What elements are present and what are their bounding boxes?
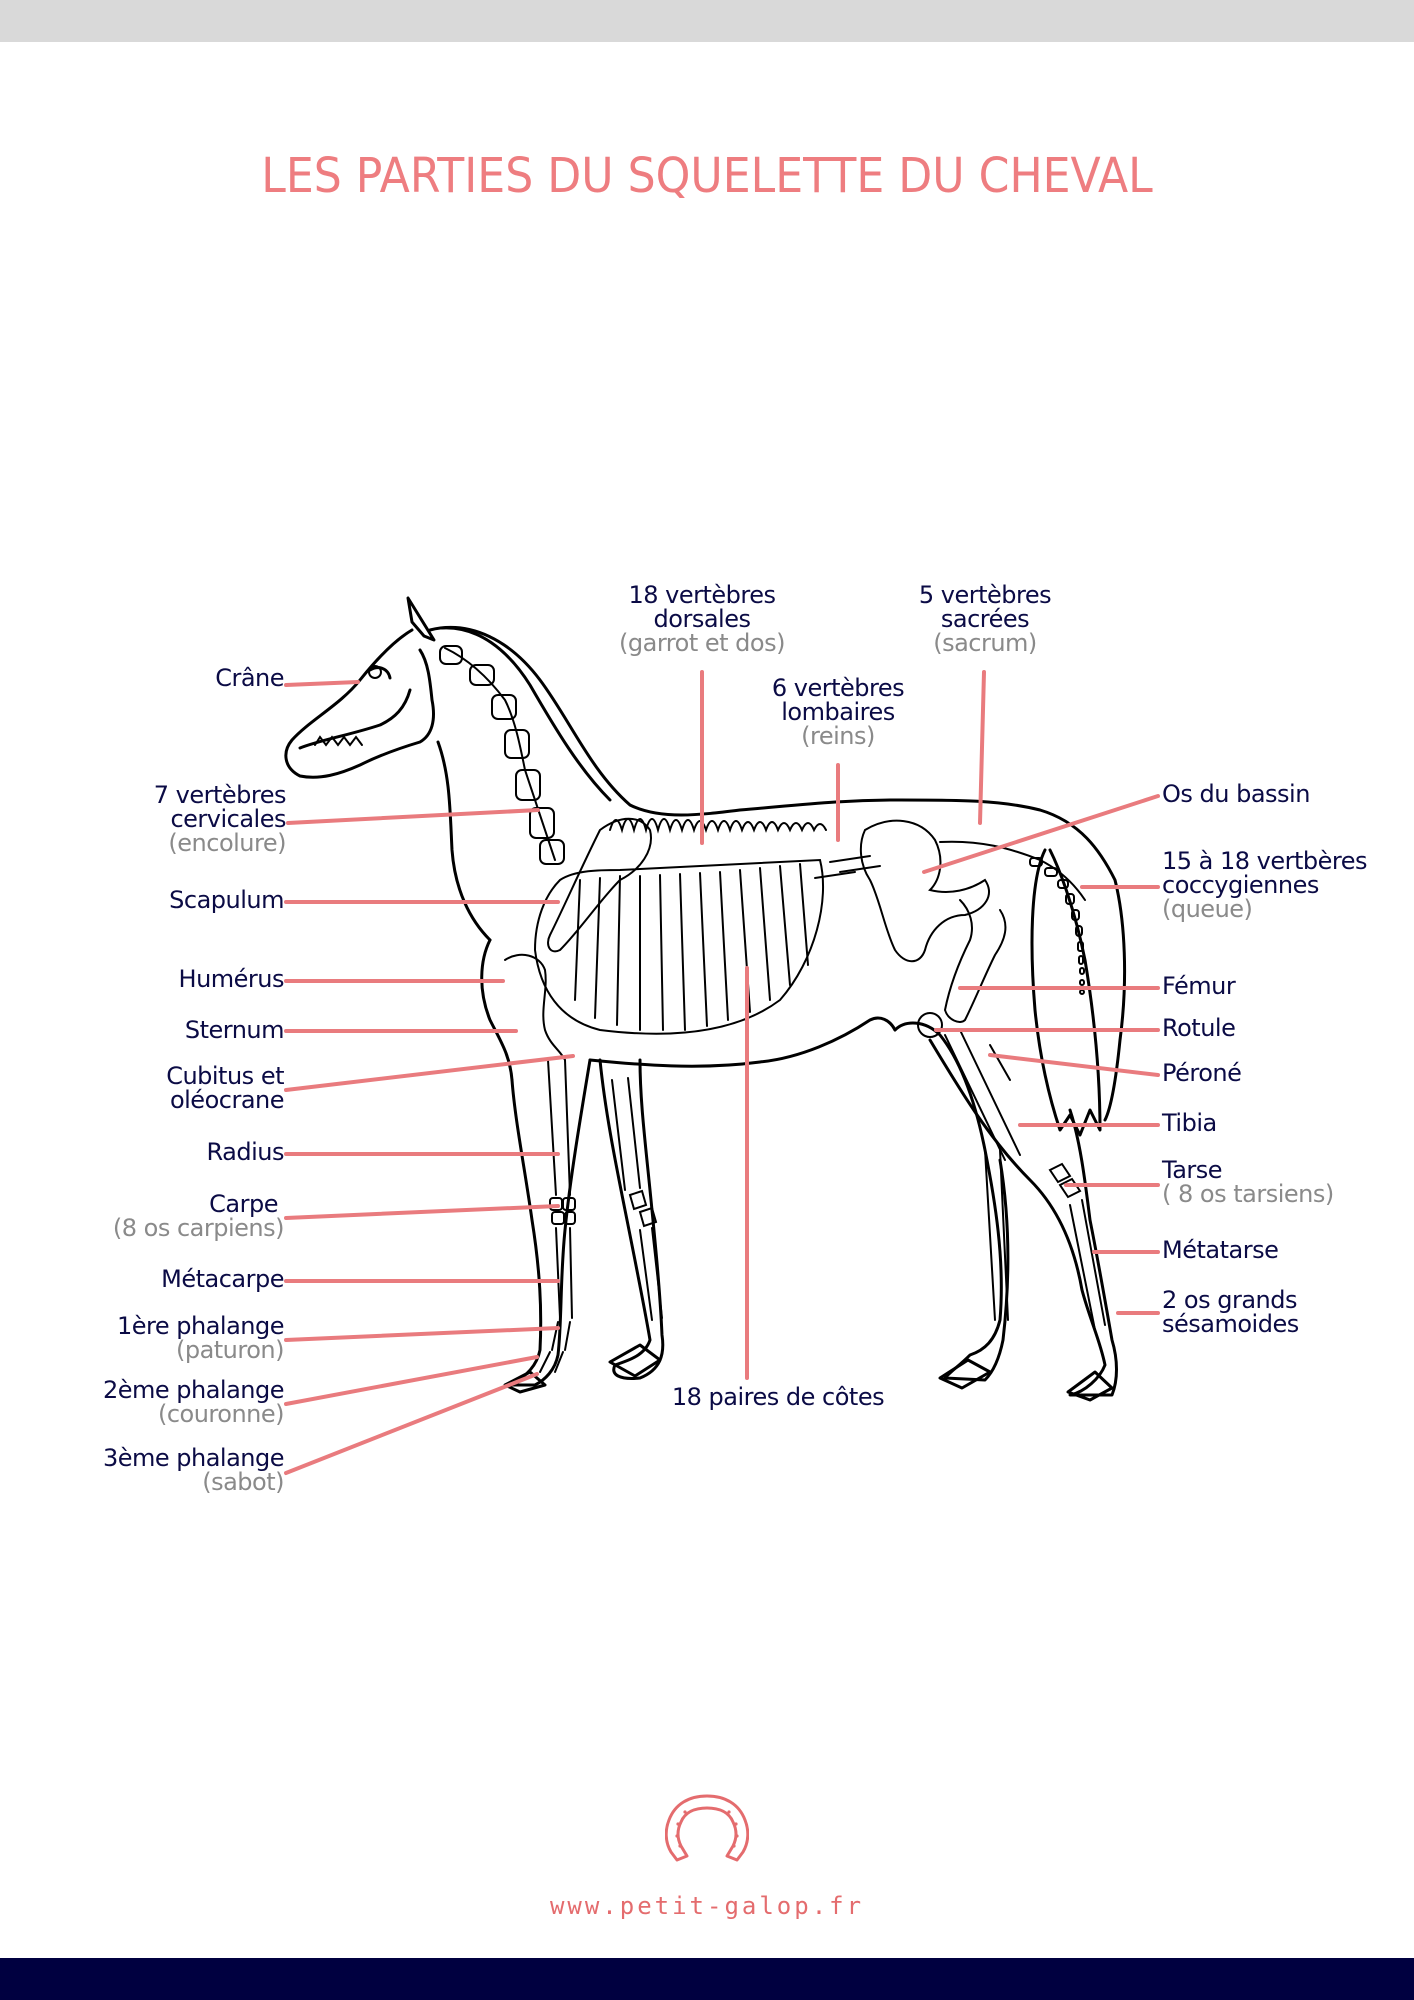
label-carpe: Carpe (8 os carpiens)	[112, 1190, 285, 1242]
label-cubitus: Cubitus et oléocrane	[166, 1064, 284, 1112]
label-phalange2-main: 2ème phalange	[102, 1376, 285, 1404]
label-cervicales-main1: 7 vertèbres	[153, 781, 287, 809]
leader-line-crane	[284, 680, 360, 687]
label-lombaires: 6 vertèbres lombaires (reins)	[718, 676, 958, 748]
leader-line-perone	[988, 1053, 1160, 1077]
label-phalange1-sub: (paturon)	[175, 1336, 285, 1364]
horse-outline-drawing	[284, 596, 1127, 1402]
label-cotes: 18 paires de côtes	[628, 1385, 928, 1409]
label-femur-main: Fémur	[1162, 972, 1236, 1000]
label-crane-main: Crâne	[215, 664, 284, 692]
label-coccygiennes-main1: 15 à 18 vertbères	[1162, 847, 1368, 875]
label-phalange3-main: 3ème phalange	[102, 1444, 285, 1472]
label-sacrees-main1: 5 vertèbres	[918, 581, 1052, 609]
label-cubitus-main1: Cubitus et	[166, 1062, 284, 1090]
top-bar	[0, 0, 1414, 42]
skeleton-bones-drawing	[314, 645, 1106, 1373]
label-perone: Péroné	[1162, 1059, 1242, 1087]
label-radius: Radius	[206, 1138, 285, 1166]
leader-line-sacrees	[978, 670, 986, 825]
label-metatarse-main: Métatarse	[1162, 1236, 1279, 1264]
label-rotule-main: Rotule	[1162, 1014, 1236, 1042]
label-dorsales: 18 vertèbres dorsales (garrot et dos)	[582, 583, 822, 655]
label-sesamoides-main1: 2 os grands	[1162, 1286, 1297, 1314]
label-phalange3-sub: (sabot)	[202, 1468, 284, 1496]
label-cotes-main: 18 paires de côtes	[671, 1383, 885, 1411]
leader-line-phalange1	[284, 1326, 560, 1342]
label-tibia: Tibia	[1162, 1111, 1217, 1135]
footer-url: www.petit-galop.fr	[549, 1892, 865, 1920]
leader-line-carpe	[284, 1204, 560, 1220]
leader-lines	[284, 670, 1160, 1475]
label-crane: Crâne	[215, 666, 284, 690]
label-lombaires-sub: (reins)	[801, 722, 875, 750]
label-cervicales-main2: cervicales	[170, 805, 286, 833]
label-tarse-sub: ( 8 os tarsiens)	[1162, 1180, 1334, 1208]
label-bassin: Os du bassin	[1162, 782, 1310, 806]
label-scapulum-main: Scapulum	[169, 886, 284, 914]
label-scapulum: Scapulum	[169, 888, 284, 912]
leader-line-cervicales	[286, 808, 540, 825]
page-title: LES PARTIES DU SQUELETTE DU CHEVAL	[261, 148, 1153, 204]
label-sesamoides: 2 os grands sésamoides	[1162, 1288, 1299, 1336]
label-carpe-main: Carpe	[209, 1190, 278, 1218]
label-humerus: Humérus	[178, 965, 285, 993]
label-sternum-main: Sternum	[184, 1016, 285, 1044]
label-coccygiennes-main2: coccygiennes	[1162, 871, 1319, 899]
label-tibia-main: Tibia	[1162, 1109, 1217, 1137]
label-perone-main: Péroné	[1162, 1059, 1242, 1087]
leader-line-phalange3	[284, 1372, 539, 1475]
label-cubitus-main2: oléocrane	[169, 1086, 285, 1114]
horseshoe-icon	[665, 1794, 749, 1862]
label-lombaires-main1: 6 vertèbres	[771, 674, 905, 702]
label-dorsales-sub: (garrot et dos)	[619, 629, 785, 657]
leader-line-bassin	[922, 794, 1160, 874]
label-radius-main: Radius	[206, 1138, 285, 1166]
label-rotule: Rotule	[1162, 1014, 1236, 1042]
label-bassin-main: Os du bassin	[1162, 780, 1310, 808]
label-phalange1-main: 1ère phalange	[116, 1312, 285, 1340]
label-tarse: Tarse ( 8 os tarsiens)	[1162, 1158, 1334, 1206]
label-phalange1: 1ère phalange (paturon)	[116, 1312, 285, 1364]
label-dorsales-main1: 18 vertèbres	[628, 581, 776, 609]
label-humerus-main: Humérus	[178, 965, 285, 993]
label-sacrees: 5 vertèbres sacrées (sacrum)	[865, 583, 1105, 655]
label-coccygiennes-sub: (queue)	[1162, 895, 1253, 923]
label-phalange2: 2ème phalange (couronne)	[102, 1376, 285, 1428]
leader-line-cubitus	[284, 1054, 575, 1092]
label-sesamoides-main2: sésamoides	[1162, 1310, 1299, 1338]
label-tarse-main: Tarse	[1162, 1156, 1223, 1184]
label-metatarse: Métatarse	[1162, 1236, 1279, 1264]
label-sacrees-sub: (sacrum)	[933, 629, 1037, 657]
label-coccygiennes: 15 à 18 vertbères coccygiennes (queue)	[1162, 847, 1368, 923]
label-femur: Fémur	[1162, 972, 1236, 1000]
label-cervicales-sub: (encolure)	[168, 829, 286, 857]
label-phalange2-sub: (couronne)	[157, 1400, 285, 1428]
label-sacrees-main2: sacrées	[940, 605, 1030, 633]
label-dorsales-main2: dorsales	[653, 605, 751, 633]
label-sternum: Sternum	[184, 1016, 285, 1044]
label-phalange3: 3ème phalange (sabot)	[102, 1444, 285, 1496]
label-lombaires-main2: lombaires	[781, 698, 895, 726]
label-cervicales: 7 vertèbres cervicales (encolure)	[153, 781, 287, 857]
bottom-bar	[0, 1958, 1414, 2000]
leader-line-phalange2	[284, 1355, 539, 1406]
label-metacarpe-main: Métacarpe	[161, 1265, 284, 1293]
label-metacarpe: Métacarpe	[161, 1267, 284, 1291]
label-carpe-sub: (8 os carpiens)	[112, 1214, 285, 1242]
